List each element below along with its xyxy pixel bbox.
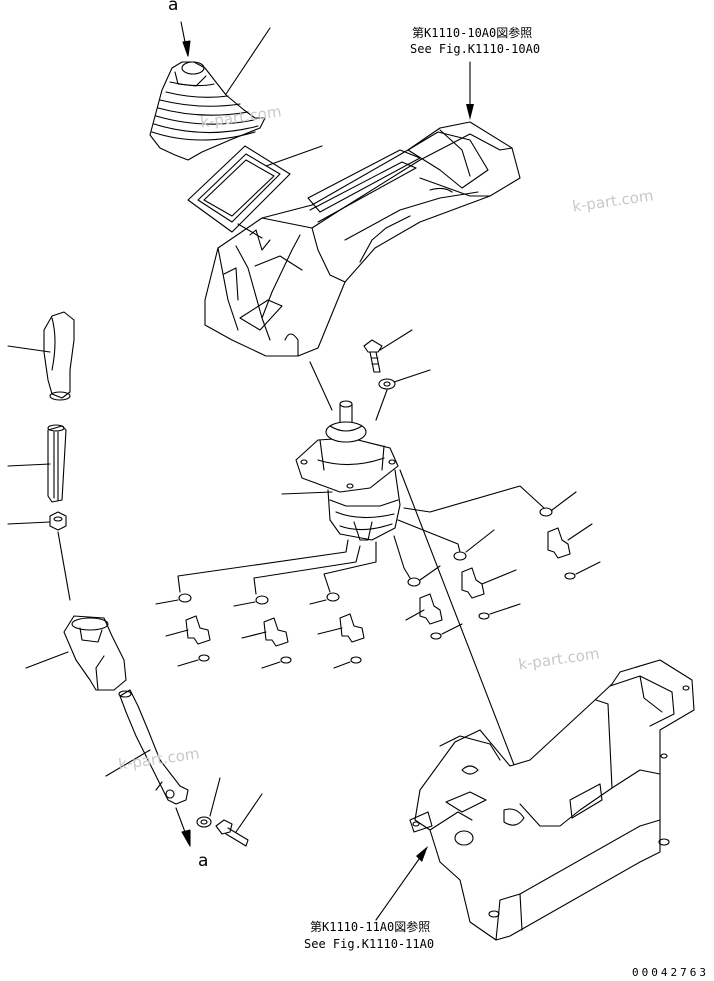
view-label-bottom: a [198, 851, 209, 871]
lever [118, 689, 189, 805]
console-cover [204, 121, 521, 357]
view-label-top: a [168, 0, 179, 15]
bolt-upper [363, 339, 383, 373]
relation-line-washer [375, 389, 388, 421]
leader-boot-plate [265, 145, 323, 167]
relation-line-console-valve [309, 361, 333, 411]
nut [49, 511, 67, 531]
relation-line-boot [237, 223, 263, 239]
fitting-leaders [165, 523, 593, 639]
relation-line-nut [57, 531, 71, 601]
view-arrow-bottom [175, 807, 191, 847]
relation-line-bracket [399, 469, 517, 771]
washer-lower [196, 816, 212, 828]
ref-note-top-jp: 第K1110-10A0図参照 [412, 26, 533, 40]
leader-knob [7, 345, 51, 353]
rubber-boot [149, 61, 266, 161]
leader-bolt-lower [235, 793, 263, 833]
o-ring-leaders [177, 561, 601, 669]
washer-upper [378, 378, 396, 390]
leader-washer-lower [209, 777, 221, 817]
lever-sleeve [47, 424, 67, 503]
bracket-frame [409, 659, 695, 941]
leader-sleeve [7, 463, 51, 467]
leader-washer-upper [393, 369, 431, 383]
cap-plugs [178, 507, 553, 605]
leader-ppc-valve [281, 491, 333, 495]
bolt-lower [215, 819, 249, 847]
view-arrow-top [180, 21, 191, 57]
hose-fittings [185, 527, 571, 647]
cap-leaders [155, 491, 577, 607]
ref-note-top-en: See Fig.K1110-10A0 [410, 42, 541, 56]
leader-holder [25, 651, 69, 669]
lever-knob [43, 311, 75, 401]
boot-plate [187, 145, 291, 233]
leader-boot [225, 27, 271, 95]
lever-holder [63, 615, 127, 691]
ppc-valve [295, 400, 401, 541]
ref-arrow-bottom [375, 851, 425, 921]
illustration-number: 00042763 [632, 966, 709, 979]
leader-bolt-upper [379, 329, 413, 351]
leader-nut [7, 521, 51, 525]
ref-note-bottom-jp: 第K1110-11A0図参照 [310, 920, 431, 934]
leader-lever [105, 749, 151, 777]
fitting-guide-lines [177, 485, 545, 595]
ref-note-bottom-en: See Fig.K1110-11A0 [304, 937, 435, 951]
o-rings [198, 572, 576, 664]
